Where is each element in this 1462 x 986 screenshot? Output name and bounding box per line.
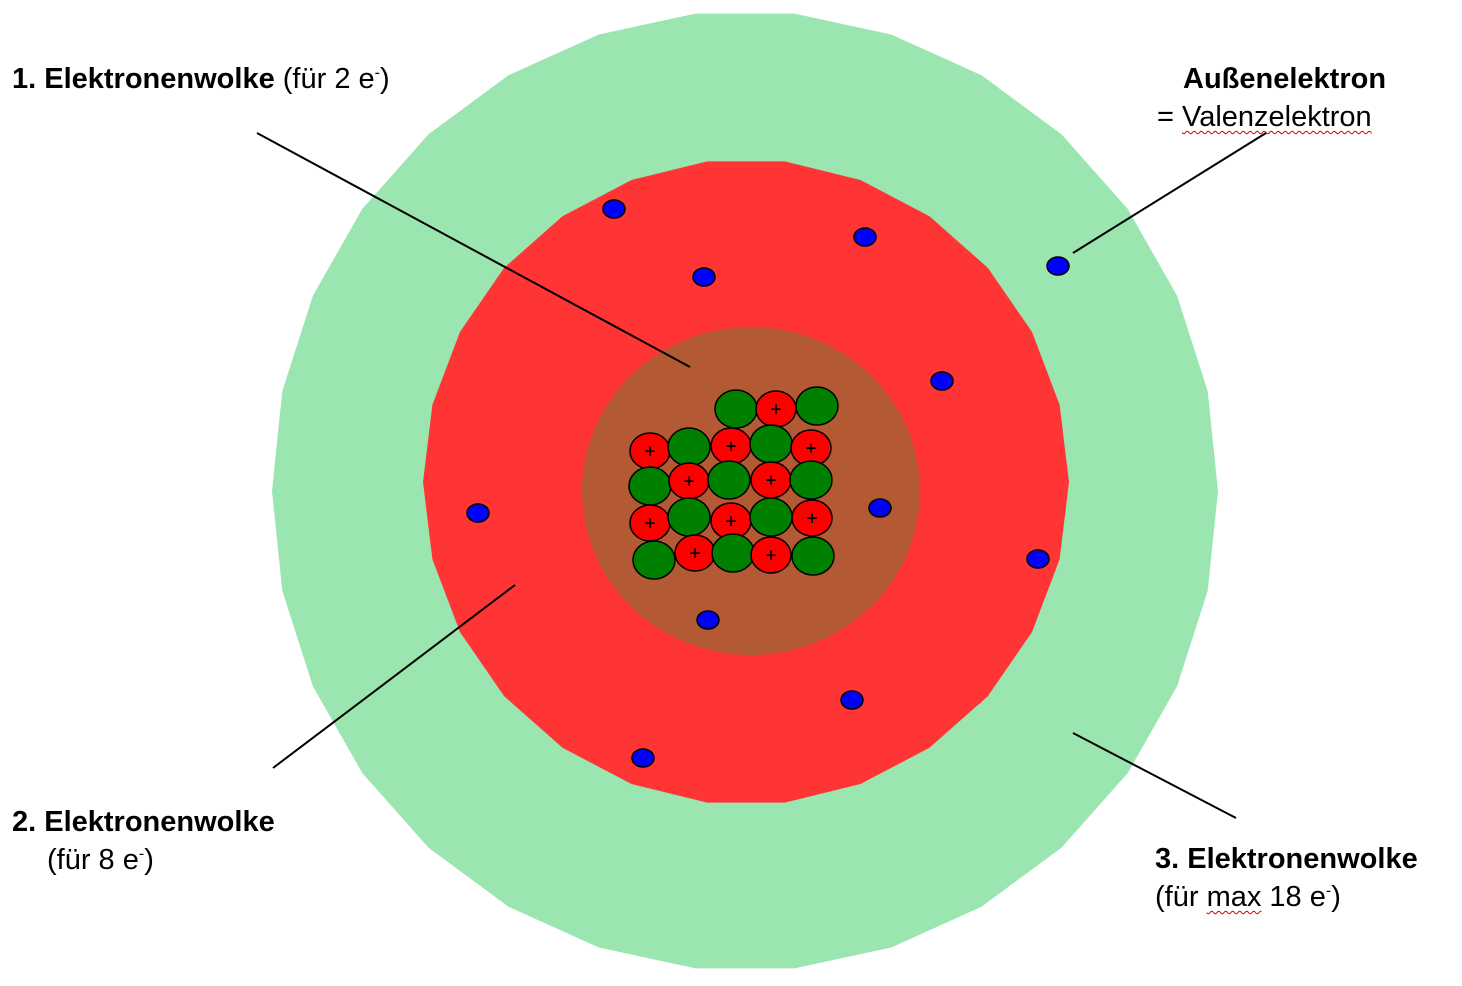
proton-charge: +	[644, 442, 657, 460]
electron	[692, 267, 716, 287]
label-valence-electron: Außenelektron = Valenzelektron	[1157, 63, 1387, 133]
proton: +	[629, 432, 671, 470]
proton-charge: +	[689, 544, 702, 562]
electron	[868, 498, 892, 518]
proton: +	[755, 390, 797, 428]
electron	[631, 748, 655, 768]
proton: +	[791, 499, 833, 537]
nucleus: + + + + + + + + + + +	[628, 386, 839, 580]
neutron	[667, 427, 711, 467]
proton: +	[668, 462, 710, 500]
electron	[602, 199, 626, 219]
proton-charge: +	[805, 439, 818, 457]
proton: +	[674, 534, 716, 572]
leader-line-cloud3	[1072, 732, 1237, 819]
proton-charge: +	[765, 546, 778, 564]
proton-charge: +	[683, 472, 696, 490]
electron	[853, 227, 877, 247]
leader-line-valence	[1072, 132, 1267, 254]
proton: +	[710, 502, 752, 540]
proton-charge: +	[770, 400, 783, 418]
proton: +	[750, 461, 792, 499]
valence-word: Valenzelektron	[1182, 101, 1372, 133]
neutron	[632, 540, 676, 580]
neutron	[795, 386, 839, 426]
neutron	[707, 460, 751, 500]
proton: +	[629, 504, 671, 542]
proton: +	[710, 427, 752, 465]
label-second-electron-cloud: 2. Elektronenwolke (für 8 e-)	[12, 806, 275, 876]
leader-line-cloud1	[256, 132, 691, 368]
label-third-electron-cloud: 3. Elektronenwolke (für max 18 e-)	[1155, 843, 1418, 913]
electron	[1026, 549, 1050, 569]
neutron	[628, 466, 672, 506]
leader-line-cloud2	[272, 584, 516, 769]
max-word: max	[1206, 881, 1262, 913]
neutron	[749, 497, 793, 537]
proton: +	[790, 429, 832, 467]
electrons	[466, 199, 1070, 768]
electron	[696, 610, 720, 630]
proton: +	[750, 536, 792, 574]
proton-charge: +	[806, 509, 819, 527]
neutron	[667, 497, 711, 537]
proton-charge: +	[765, 471, 778, 489]
label-first-electron-cloud: 1. Elektronenwolke (für 2 e-)	[12, 63, 390, 95]
neutron	[789, 460, 833, 500]
valence-electron	[1046, 256, 1070, 276]
electron	[466, 503, 490, 523]
neutron	[749, 424, 793, 464]
proton-charge: +	[725, 437, 738, 455]
proton-charge: +	[725, 512, 738, 530]
neutron	[711, 533, 755, 573]
electron	[930, 371, 954, 391]
proton-charge: +	[644, 514, 657, 532]
neutron	[791, 536, 835, 576]
neutron	[714, 389, 758, 429]
electron	[840, 690, 864, 710]
